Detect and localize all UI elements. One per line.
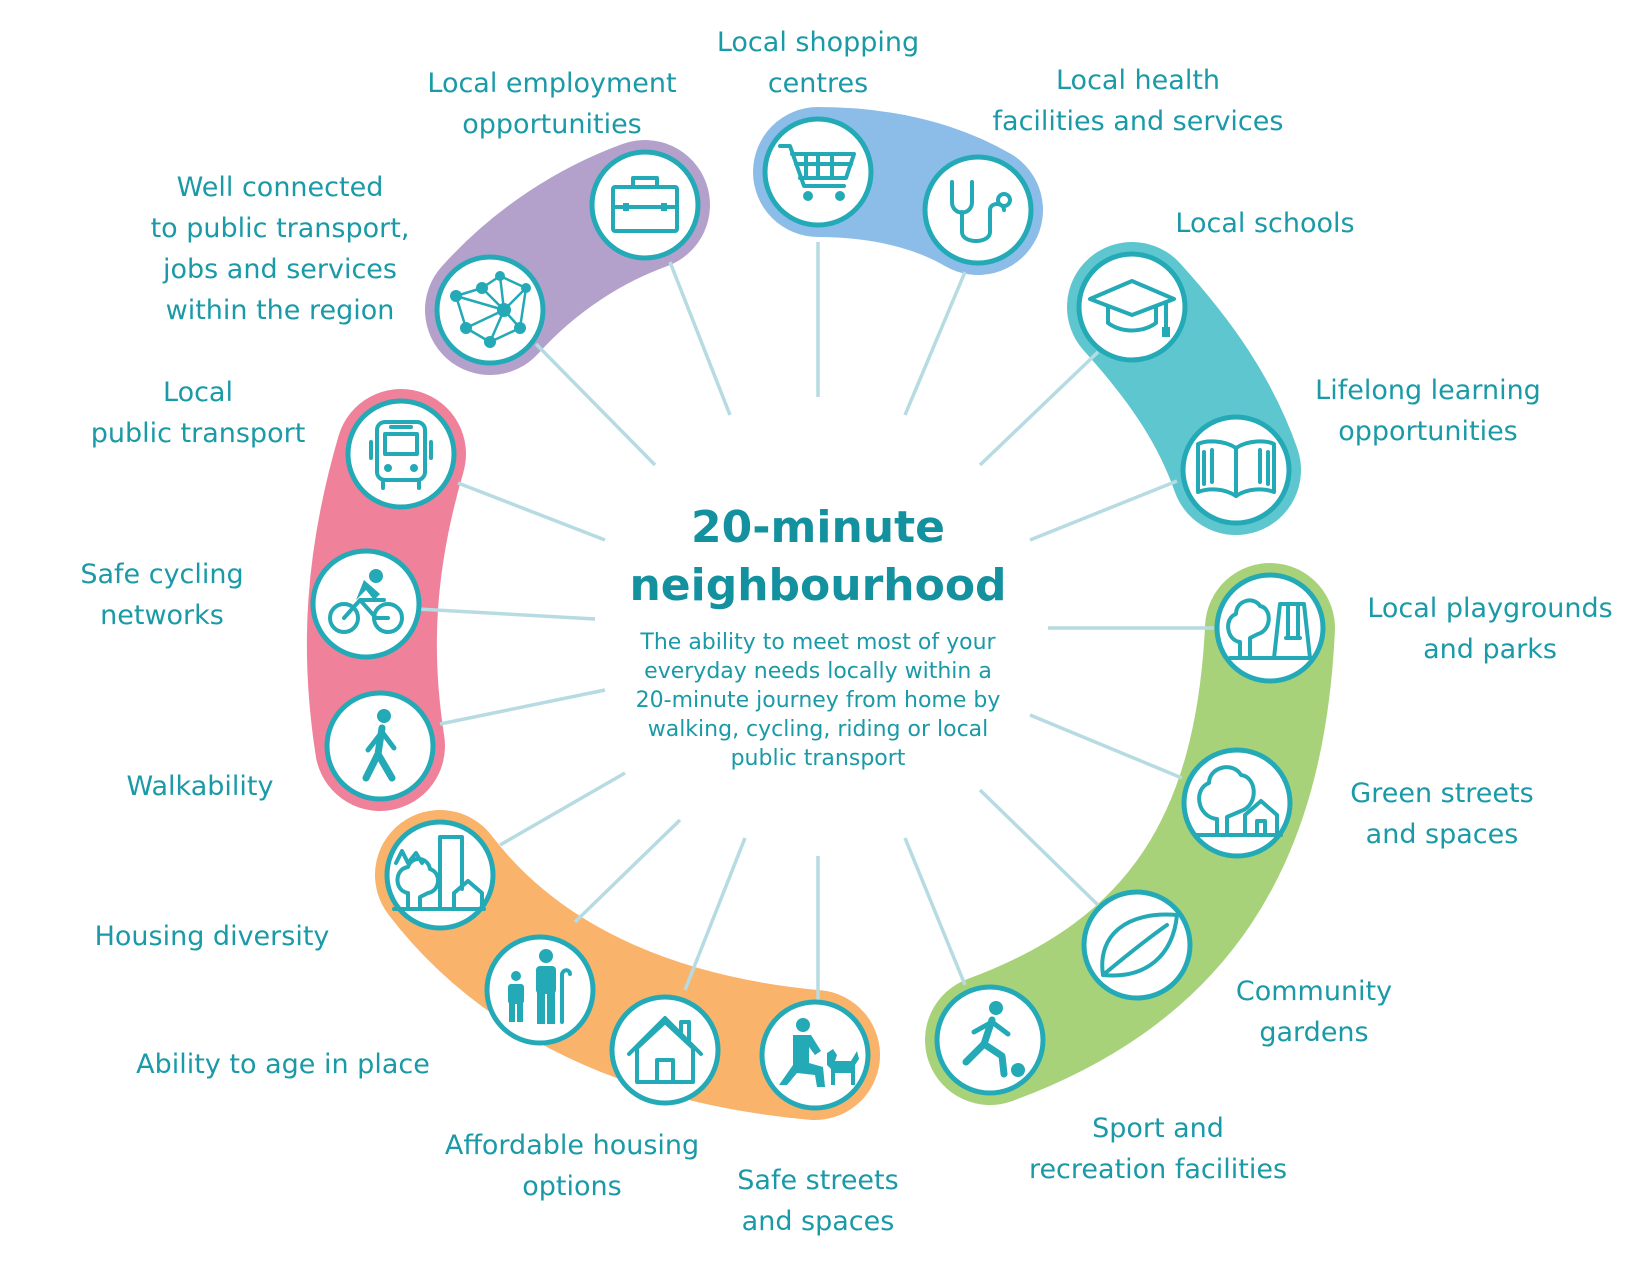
spoke — [978, 788, 1100, 907]
label-connected: within the region — [166, 295, 395, 326]
stethoscope-icon — [922, 154, 1034, 266]
spoke — [1029, 479, 1178, 542]
label-health: Local health — [1056, 65, 1220, 96]
label-cycling: networks — [100, 600, 224, 631]
bus-icon — [345, 398, 457, 510]
center-block: 20-minute neighbourhood The ability to m… — [629, 502, 1006, 771]
graduation-cap-icon — [1076, 251, 1188, 363]
spoke — [439, 688, 606, 726]
label-connected: jobs and services — [162, 254, 397, 285]
label-green-streets: and spaces — [1366, 819, 1519, 850]
network-icon — [434, 254, 546, 366]
leaf-icon — [1081, 889, 1193, 1001]
label-public-transport: Local — [163, 377, 233, 408]
label-green-streets: Green streets — [1350, 778, 1533, 809]
spoke — [683, 837, 747, 991]
center-description-line: walking, cycling, riding or local — [648, 717, 989, 742]
label-age-in-place: Ability to age in place — [136, 1049, 430, 1080]
label-schools: Local schools — [1175, 208, 1354, 239]
playground-icon — [1214, 572, 1326, 684]
soccer-player-icon — [934, 984, 1046, 1096]
center-description-line: everyday needs locally within a — [644, 659, 992, 684]
spoke — [417, 607, 596, 621]
spoke — [499, 771, 626, 847]
dog-walker-icon — [759, 999, 871, 1111]
center-description-line: public transport — [731, 746, 906, 771]
label-shopping: Local shopping — [717, 27, 919, 58]
center-description-line: The ability to meet most of your — [639, 630, 996, 655]
label-playgrounds: and parks — [1423, 634, 1557, 665]
label-lifelong: Lifelong learning — [1315, 375, 1541, 406]
label-community-gardens: gardens — [1259, 1017, 1368, 1048]
labels: Local employment opportunities Local sho… — [80, 27, 1612, 1237]
spoke — [573, 818, 682, 924]
label-sport: Sport and — [1092, 1113, 1224, 1144]
label-lifelong: opportunities — [1338, 416, 1518, 447]
spokes — [417, 242, 1214, 1001]
family-icon — [484, 934, 596, 1046]
center-title-line2: neighbourhood — [629, 560, 1006, 611]
spoke — [903, 271, 967, 416]
label-connected: Well connected — [177, 172, 384, 203]
label-walkability: Walkability — [127, 771, 274, 802]
label-safe-streets: Safe streets — [737, 1165, 898, 1196]
label-affordable-housing: Affordable housing — [445, 1130, 699, 1161]
open-book-icon — [1180, 414, 1292, 526]
spoke — [668, 261, 732, 416]
house-icon — [609, 994, 721, 1106]
label-employment: opportunities — [462, 109, 642, 140]
icon-circles — [310, 116, 1326, 1111]
spoke — [534, 342, 657, 467]
tree-house-icon — [1181, 747, 1293, 859]
label-community-gardens: Community — [1236, 976, 1392, 1007]
walking-person-icon — [324, 690, 436, 802]
spoke — [978, 350, 1100, 467]
label-sport: recreation facilities — [1029, 1154, 1287, 1185]
center-title-line1: 20-minute — [691, 502, 945, 553]
label-connected: to public transport, — [151, 213, 410, 244]
label-employment: Local employment — [427, 68, 676, 99]
label-public-transport: public transport — [91, 418, 306, 449]
label-cycling: Safe cycling — [80, 559, 243, 590]
buildings-icon — [384, 819, 496, 931]
label-affordable-housing: options — [522, 1171, 621, 1202]
center-description-line: 20-minute journey from home by — [636, 688, 1001, 713]
shopping-cart-icon — [762, 116, 874, 228]
band-green — [925, 563, 1335, 1105]
cyclist-icon — [310, 548, 422, 660]
label-playgrounds: Local playgrounds — [1367, 593, 1612, 624]
spoke — [1029, 713, 1183, 780]
spoke — [457, 481, 606, 542]
label-safe-streets: and spaces — [742, 1206, 895, 1237]
label-health: facilities and services — [993, 106, 1284, 137]
briefcase-icon — [589, 149, 701, 261]
label-housing-diversity: Housing diversity — [95, 921, 330, 952]
spoke — [903, 837, 967, 986]
label-shopping: centres — [768, 68, 868, 99]
